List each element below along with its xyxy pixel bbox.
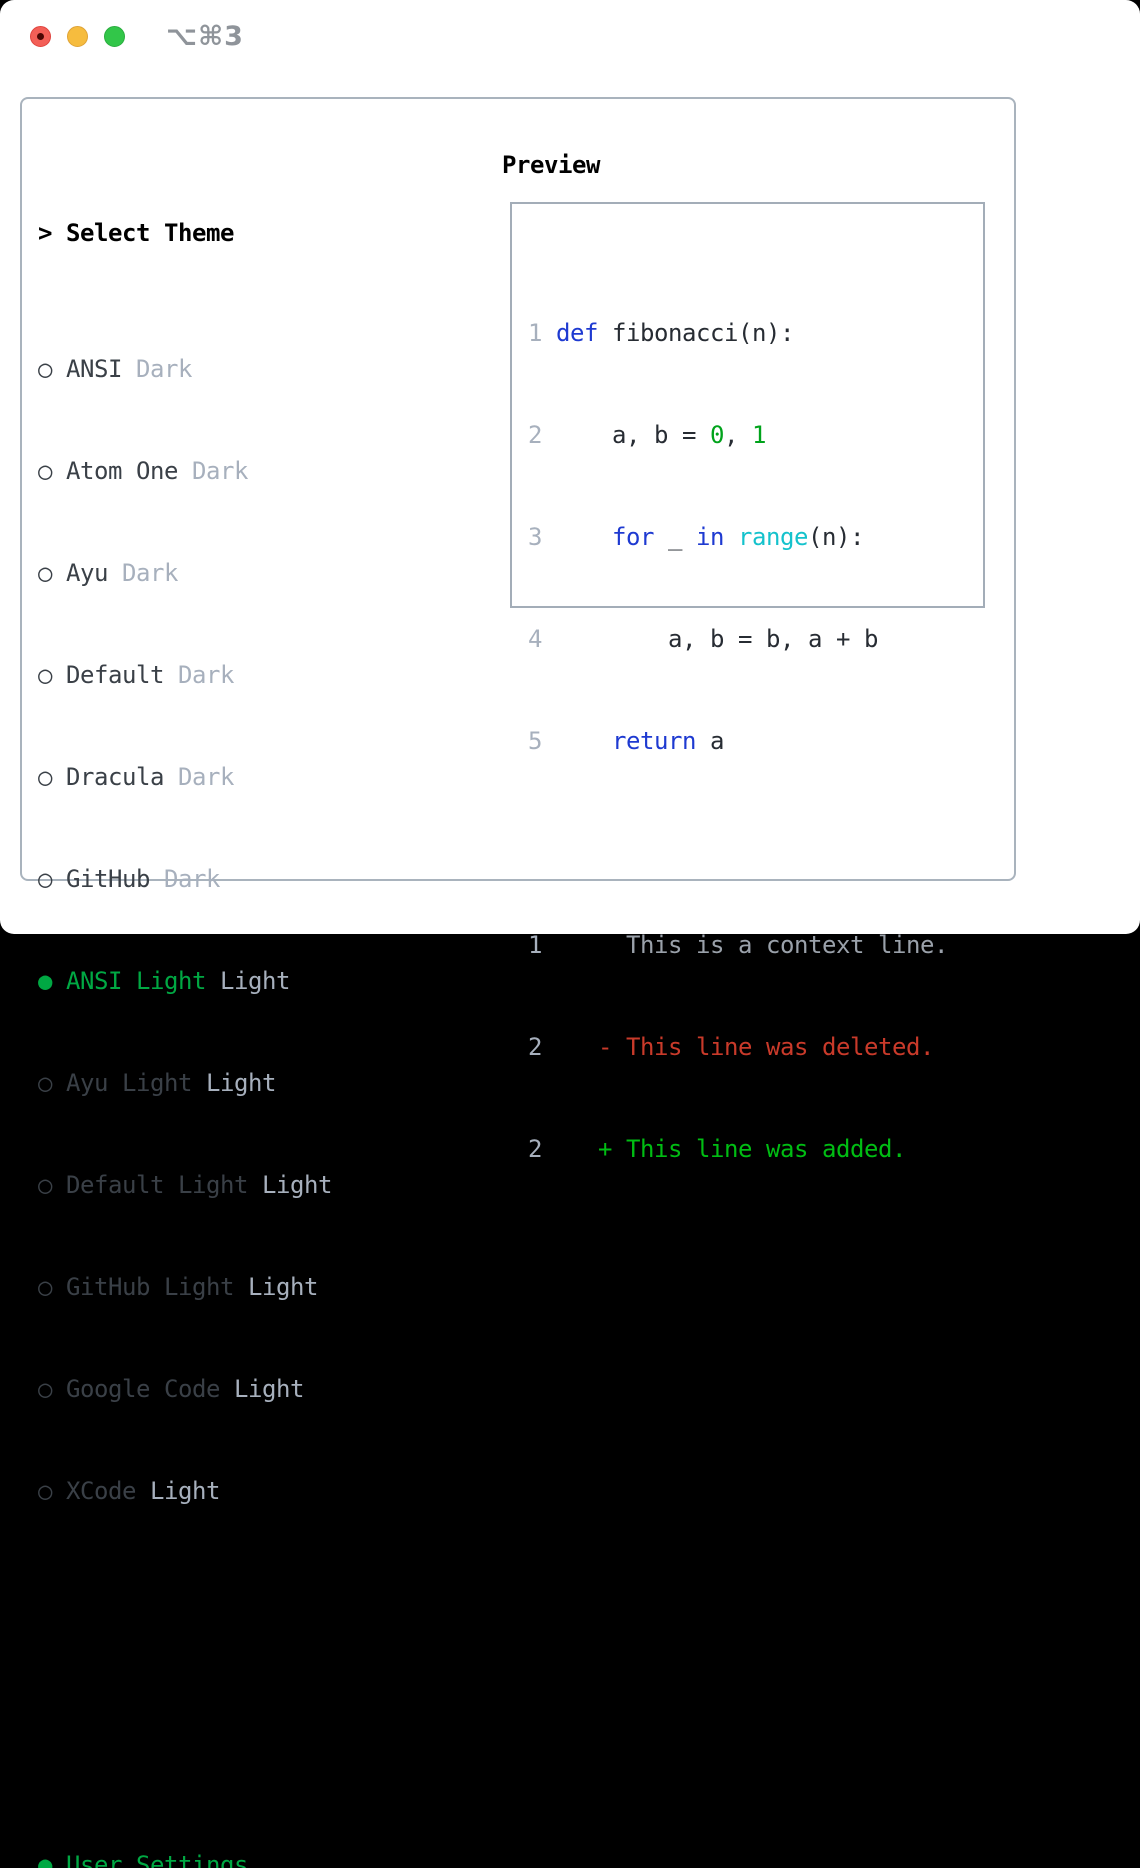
window-title: ⌥⌘3 — [166, 21, 244, 52]
close-button[interactable] — [30, 26, 51, 47]
variant-badge: Light — [234, 1375, 304, 1403]
focus-caret-icon: > — [38, 219, 66, 247]
diff-line-added: 2 + This line was added. — [528, 1135, 906, 1163]
theme-picker: > Select Theme ○ ANSI Dark ○ Atom One Da… — [38, 148, 430, 1868]
select-theme-heading: > Select Theme — [38, 216, 430, 250]
radio-unselected-icon: ○ — [38, 355, 66, 383]
radio-unselected-icon: ○ — [38, 1171, 66, 1199]
radio-unselected-icon: ○ — [38, 1375, 66, 1403]
theme-option-dracula-dark[interactable]: ○ Dracula Dark — [38, 763, 234, 791]
code-line-2: 2 a, b = 0, 1 — [528, 421, 766, 449]
preview-content: 1 def fibonacci(n): 2 a, b = 0, 1 3 for … — [528, 248, 948, 1234]
theme-option-ansi-dark[interactable]: ○ ANSI Dark — [38, 355, 192, 383]
theme-option-xcode-light[interactable]: ○ XCode Light — [38, 1477, 220, 1505]
theme-option-google-code-light[interactable]: ○ Google Code Light — [38, 1375, 304, 1403]
code-line-3: 3 for _ in range(n): — [528, 523, 864, 551]
radio-selected-icon: ● — [38, 967, 66, 995]
theme-option-ayu-dark[interactable]: ○ Ayu Dark — [38, 559, 178, 587]
theme-option-github-dark[interactable]: ○ GitHub Dark — [38, 865, 220, 893]
select-theme-heading-label: Select Theme — [66, 219, 234, 247]
variant-badge: Dark — [164, 865, 220, 893]
zoom-button[interactable] — [104, 26, 125, 47]
variant-badge: Light — [262, 1171, 332, 1199]
theme-option-ansi-light[interactable]: ● ANSI Light Light — [38, 967, 290, 995]
radio-unselected-icon: ○ — [38, 457, 66, 485]
variant-badge: Dark — [136, 355, 192, 383]
preview-box — [510, 202, 985, 608]
apply-option-user-settings[interactable]: ● User Settings — [38, 1848, 430, 1868]
preview-heading: Preview — [502, 151, 600, 179]
variant-badge: Dark — [178, 661, 234, 689]
radio-unselected-icon: ○ — [38, 1477, 66, 1505]
radio-unselected-icon: ○ — [38, 763, 66, 791]
variant-badge: Light — [150, 1477, 220, 1505]
radio-selected-icon: ● — [38, 1851, 66, 1868]
diff-line-context: 1 This is a context line. — [528, 931, 948, 959]
diff-line-deleted: 2 - This line was deleted. — [528, 1033, 934, 1061]
theme-option-default-light[interactable]: ○ Default Light Light — [38, 1171, 332, 1199]
apply-to-heading: Apply To — [38, 1746, 430, 1780]
apply-to-heading-label: Apply To — [66, 1749, 178, 1777]
variant-badge: Dark — [192, 457, 248, 485]
radio-unselected-icon: ○ — [38, 661, 66, 689]
spacer — [528, 826, 948, 860]
minimize-button[interactable] — [67, 26, 88, 47]
theme-option-github-light[interactable]: ○ GitHub Light Light — [38, 1273, 318, 1301]
theme-option-ayu-light[interactable]: ○ Ayu Light Light — [38, 1069, 276, 1097]
radio-unselected-icon: ○ — [38, 1273, 66, 1301]
variant-badge: Dark — [178, 763, 234, 791]
window-titlebar: ⌥⌘3 — [0, 0, 1140, 74]
radio-unselected-icon: ○ — [38, 865, 66, 893]
code-line-4: 4 a, b = b, a + b — [528, 625, 878, 653]
radio-unselected-icon: ○ — [38, 1069, 66, 1097]
code-line-1: 1 def fibonacci(n): — [528, 319, 794, 347]
variant-badge: Light — [248, 1273, 318, 1301]
variant-badge: Light — [206, 1069, 276, 1097]
variant-badge: Light — [220, 967, 290, 995]
radio-unselected-icon: ○ — [38, 559, 66, 587]
code-line-5: 5 return a — [528, 727, 724, 755]
variant-badge: Dark — [122, 559, 178, 587]
theme-option-atom-one-dark[interactable]: ○ Atom One Dark — [38, 457, 248, 485]
spacer — [38, 1610, 430, 1644]
theme-option-default-dark[interactable]: ○ Default Dark — [38, 661, 234, 689]
